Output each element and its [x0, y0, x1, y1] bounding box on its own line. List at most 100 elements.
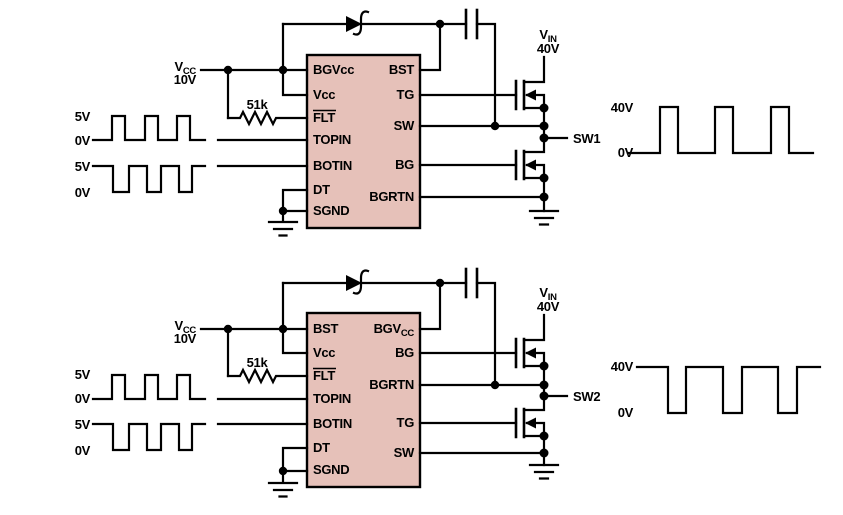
pullup-resistor [226, 367, 309, 385]
junction-dot [223, 65, 233, 75]
junction-dot [278, 206, 288, 216]
level-label-high: 40V [611, 100, 634, 115]
junction-dot [539, 361, 549, 371]
ground-symbol-sgnd [267, 469, 299, 498]
resistor-value: 51k [247, 355, 269, 370]
junction-dot [539, 448, 549, 458]
junction-dot [278, 324, 288, 334]
waveform-botin: 5V 0V [75, 159, 207, 200]
pin-label-topin: TOPIN [313, 132, 351, 147]
junction-dot [223, 324, 233, 334]
pin-label-dt: DT [313, 182, 330, 197]
junction-dot [539, 380, 549, 390]
ground-symbol-sgnd [267, 209, 299, 237]
vin-label: VIN [539, 27, 557, 45]
wire-dt-sgnd [281, 446, 309, 473]
pin-label-sw: SW [394, 118, 415, 133]
schottky-diode-icon [346, 269, 370, 295]
junction-dot [490, 380, 500, 390]
level-label-high: 5V [75, 367, 91, 382]
junction-dot [539, 121, 549, 131]
vcc-label: VCC [175, 59, 197, 77]
pin-label-bst: BST [389, 62, 414, 77]
pin-label-bgvcc: BGVcc [313, 62, 354, 77]
pin-label-flt: FLT [313, 368, 335, 383]
ic-body [305, 53, 422, 230]
junction-dot [278, 65, 288, 75]
vin-voltage: 40V [537, 41, 560, 56]
waveform-sw2-output: 40V 0V [611, 359, 822, 420]
junction-dot [278, 466, 288, 476]
schottky-diode-icon [346, 10, 370, 36]
resistor-value: 51k [247, 97, 269, 112]
junction-dot [539, 391, 549, 401]
pullup-resistor [226, 109, 309, 127]
pin-label-botin: BOTIN [313, 158, 352, 173]
level-label-low: 0V [75, 443, 91, 458]
wire-dt-sgnd [281, 188, 309, 213]
wire-vcc-branch [281, 281, 309, 355]
bootstrap-cap-icon [464, 267, 479, 299]
pin-label-bg: BG [395, 345, 414, 360]
ground-symbol-power [528, 463, 560, 480]
pin-label-sgnd: SGND [313, 203, 349, 218]
level-label-high: 40V [611, 359, 634, 374]
vcc-voltage: 10V [174, 331, 197, 346]
pin-label-flt: FLT [313, 110, 335, 125]
junction-dot [435, 19, 445, 29]
pin-label-bgvcc: BGVCC [374, 321, 415, 339]
pin-label-dt: DT [313, 440, 330, 455]
pin-label-topin: TOPIN [313, 391, 351, 406]
mosfet-bottom [514, 136, 546, 181]
level-label-low: 0V [618, 405, 634, 420]
junction-dot [539, 431, 549, 441]
vcc-voltage: 10V [174, 72, 197, 87]
wire-cap-to-sw [475, 22, 497, 128]
bootstrap-cap-icon [464, 8, 479, 40]
wire-bgvcc-stub [418, 281, 442, 331]
wire-cap-to-bgrtn [475, 281, 497, 387]
pin-label-vcc: Vcc [313, 87, 335, 102]
junction-dot [435, 278, 445, 288]
pin-label-bg: BG [395, 157, 414, 172]
level-label-high: 5V [75, 417, 91, 432]
waveform-topin: 5V 0V [75, 109, 207, 148]
junction-dots [223, 278, 549, 476]
circuit-1: BGVcc Vcc FLT TOPIN BOTIN DT SGND BST TG… [75, 8, 815, 237]
junction-dot [539, 173, 549, 183]
level-label-low: 0V [75, 391, 91, 406]
level-label-high: 5V [75, 159, 91, 174]
junction-dot [539, 103, 549, 113]
mosfet-bottom [514, 394, 546, 439]
pin-label-sw: SW [394, 445, 415, 460]
waveform-sw1-output: 40V 0V [611, 100, 815, 160]
waveform-botin: 5V 0V [75, 417, 207, 458]
level-label-low: 0V [75, 185, 91, 200]
mosfet-top [514, 55, 546, 111]
sw-node-label: SW2 [573, 389, 600, 404]
pin-label-tg: TG [397, 87, 415, 102]
pin-label-bgrtn: BGRTN [369, 377, 414, 392]
ground-symbol-power [528, 209, 560, 226]
junction-dot [539, 192, 549, 202]
pin-label-sgnd: SGND [313, 462, 349, 477]
pin-label-vcc: Vcc [313, 345, 335, 360]
mosfet-top [514, 313, 546, 369]
wire-vcc-branch [281, 22, 309, 97]
sw-node-label: SW1 [573, 131, 600, 146]
pin-label-botin: BOTIN [313, 416, 352, 431]
vcc-label: VCC [175, 318, 197, 336]
junction-dot [539, 133, 549, 143]
wire-bst-stub [418, 22, 442, 72]
pin-label-bst: BST [313, 321, 338, 336]
vin-label: VIN [539, 285, 557, 303]
level-label-low: 0V [618, 145, 634, 160]
pin-label-tg: TG [397, 415, 415, 430]
pin-label-bgrtn: BGRTN [369, 189, 414, 204]
ic-body [305, 311, 422, 489]
waveform-topin: 5V 0V [75, 367, 207, 406]
junction-dot [490, 121, 500, 131]
vin-voltage: 40V [537, 299, 560, 314]
